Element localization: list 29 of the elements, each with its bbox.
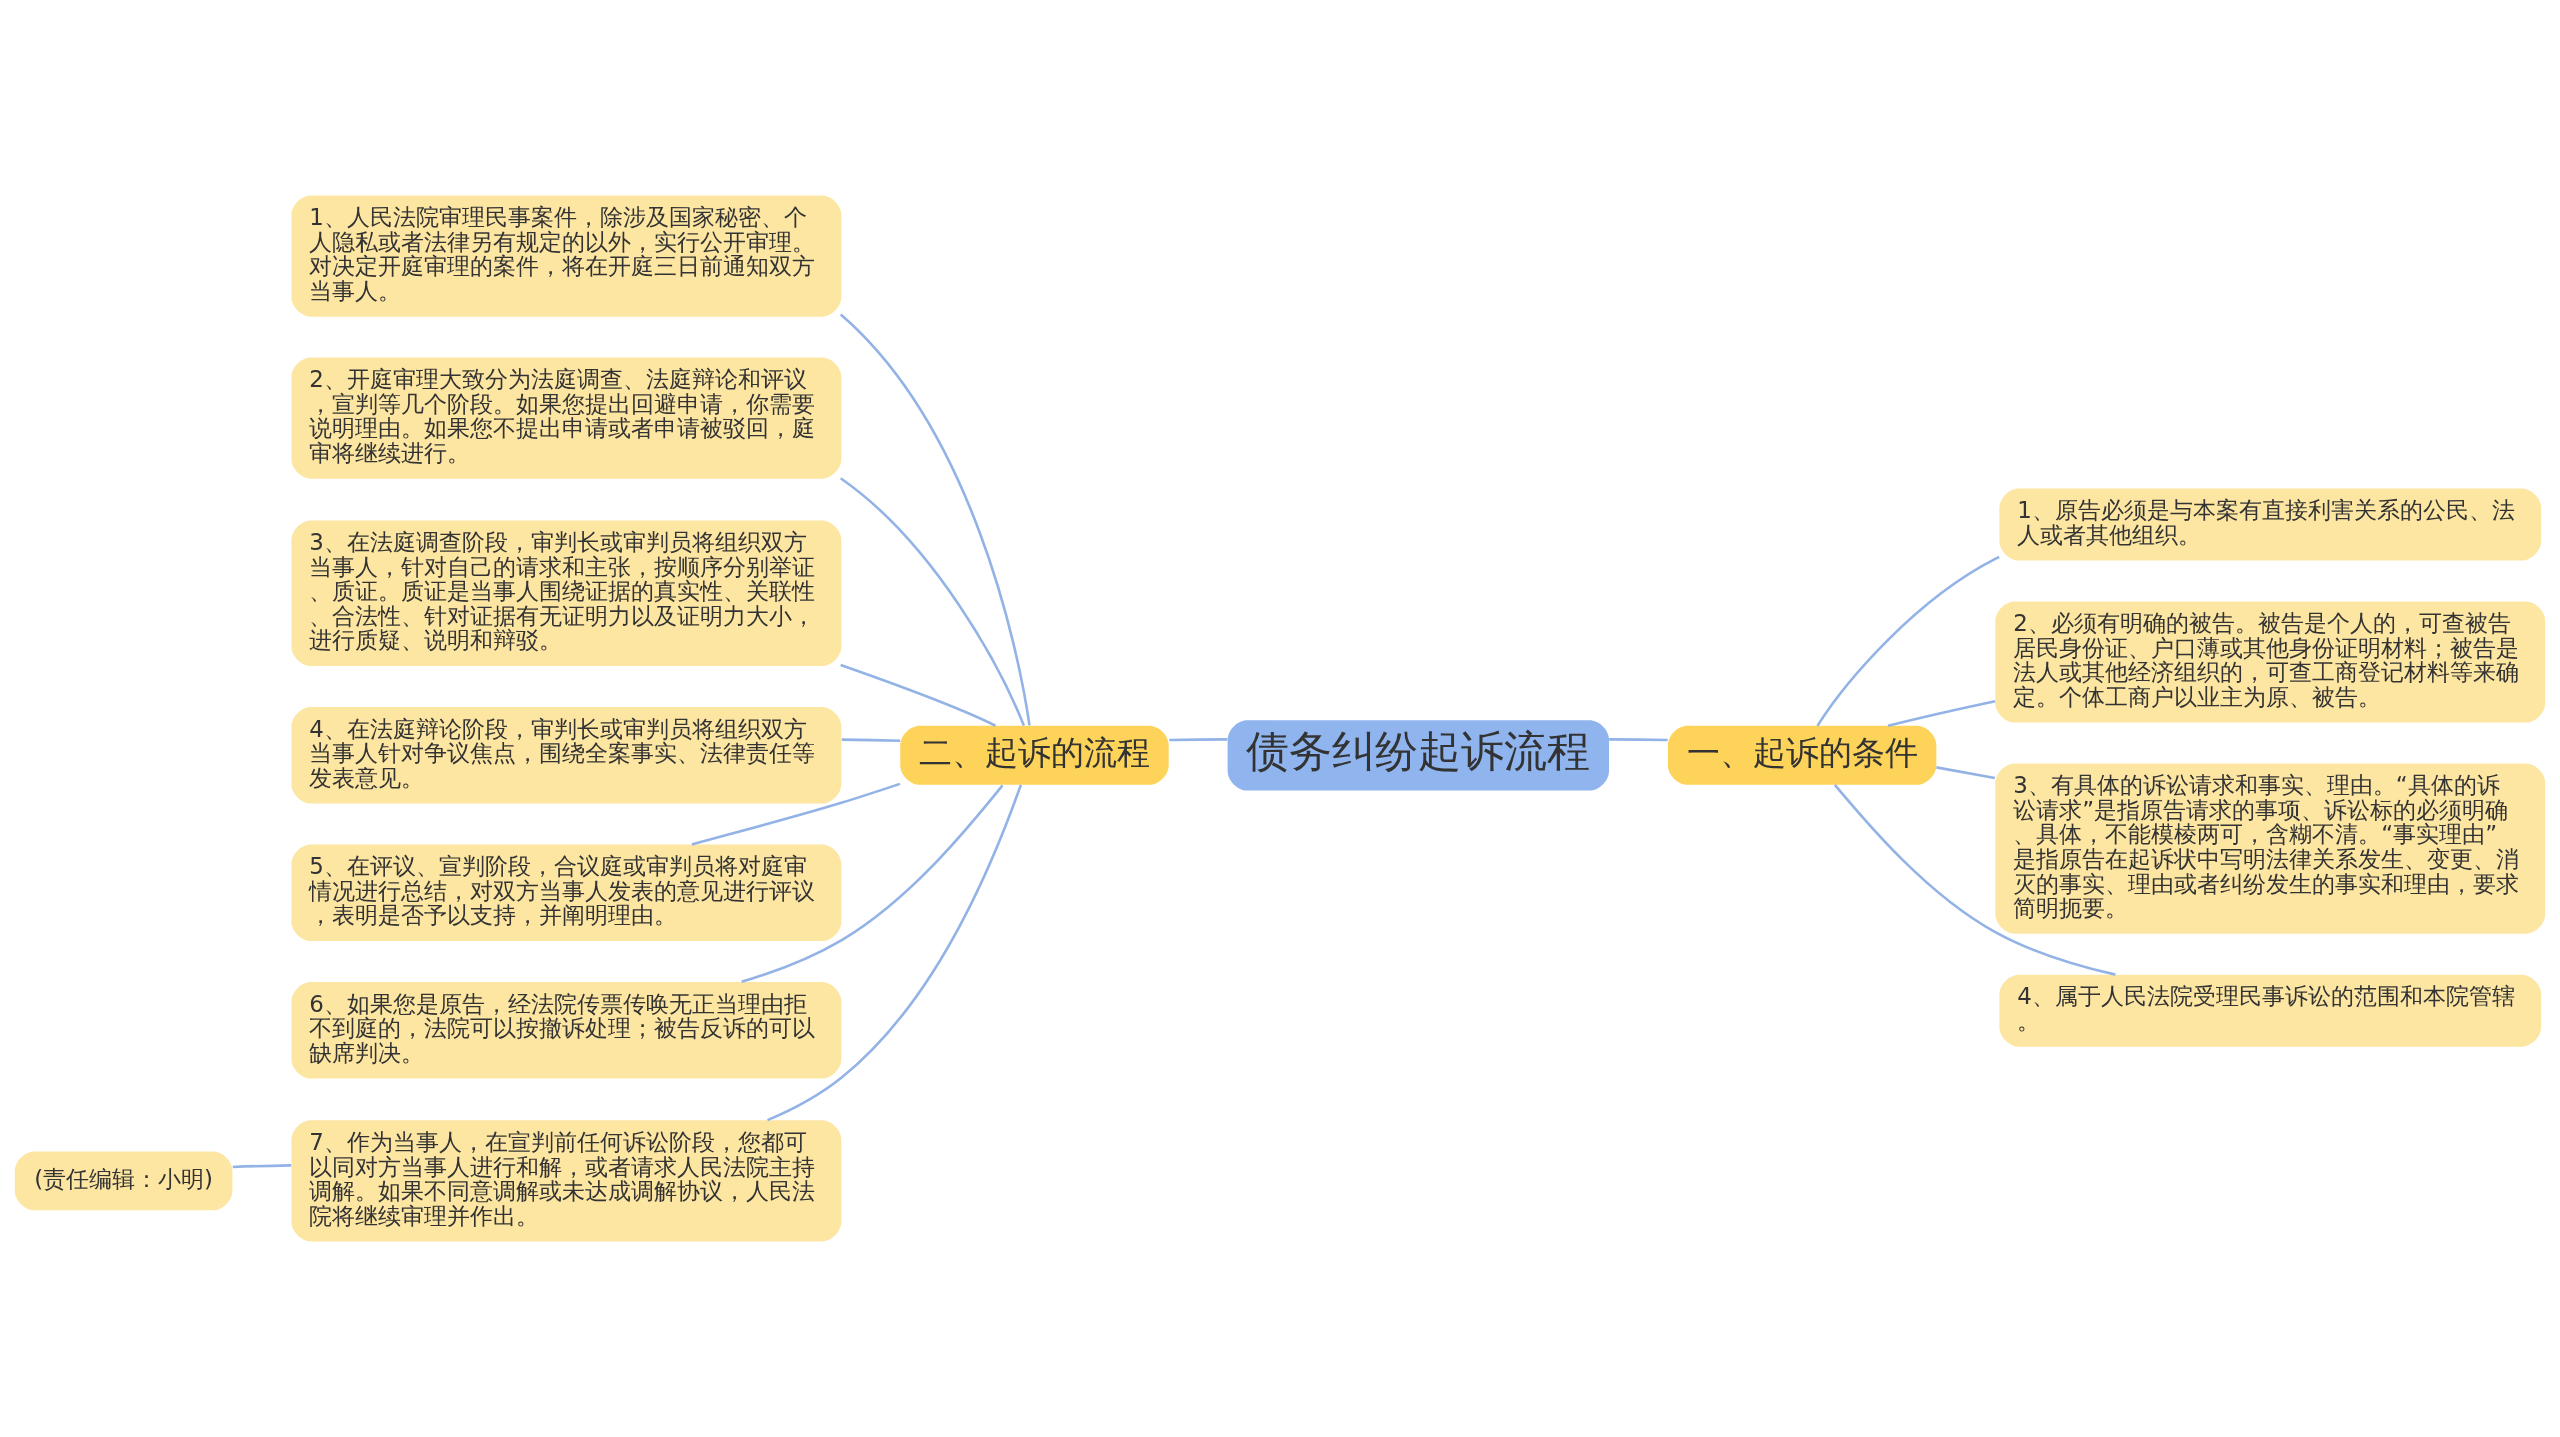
connector <box>767 784 1023 1122</box>
connector <box>1833 783 2116 976</box>
connector <box>1887 699 1996 728</box>
node-box: 二、起诉的流程 <box>900 725 1169 785</box>
connector <box>839 313 1031 726</box>
connector <box>1169 738 1228 742</box>
connector <box>1936 766 1996 780</box>
node-box: 6、如果您是原告，经法院传票传唤无正当理由拒不到庭的，法院可以按撤诉处理；被告反诉的可以缺席判决。 <box>291 982 842 1079</box>
node-box: (责任编辑：小明) <box>14 1151 233 1211</box>
node-box: 2、开庭审理大致分为法庭调查、法庭辩论和评议，宣判等几个阶段。如果您提出回避申请，你需要说明理由。如果您不提出申请或者申请被驳回，庭审将继续进行。 <box>291 357 842 479</box>
connector <box>841 738 901 743</box>
node-box: 7、作为当事人，在宣判前任何诉讼阶段，您都可以同对方当事人进行和解，或者请求人民法院主持调解。如果不同意调解或未达成调解协议，人民法院将继续审理并作出。 <box>291 1120 842 1242</box>
node-box: 5、在评议、宣判阶段，合议庭或审判员将对庭审情况进行总结，对双方当事人发表的意见进行评议，表明是否予以支持，并阐明理由。 <box>291 844 842 942</box>
connector <box>840 663 997 727</box>
node-box: 2、必须有明确的被告。被告是个人的，可查被告居民身份证、户口薄或其他身份证明材料；被告是法人或其他经济组织的，可查工商登记材料等来确定。个体工商户以业主为原、被告。 <box>1995 601 2546 723</box>
connector <box>232 1164 292 1169</box>
connector <box>1609 738 1668 742</box>
node-box: 3、有具体的诉讼请求和事实、理由。“具体的诉讼请求”是指原告请求的事项、诉讼标的必须明确、具体，不能模棱两可，含糊不清。“事实理由”是指原告在起诉状中写明法律关系发生、变更、消灭的事实、理由或者纠纷发生的事实和理由，要求简明扼要。 <box>1995 763 2546 934</box>
connector <box>741 784 1004 984</box>
node-box: 债务纠纷起诉流程 <box>1227 720 1609 791</box>
connector <box>1816 555 2000 727</box>
connector <box>691 782 901 846</box>
node-box: 3、在法庭调查阶段，审判长或审判员将组织双方当事人，针对自己的请求和主张，按顺序分别举证、质证。质证是当事人围绕证据的真实性、关联性、合法性、针对证据有无证明力以及证明力大小，进行质疑、说明和辩驳。 <box>291 520 842 667</box>
node-box: 1、人民法院审理民事案件，除涉及国家秘密、个人隐私或者法律另有规定的以外，实行公开审理。对决定开庭审理的案件，将在开庭三日前通知双方当事人。 <box>291 195 842 317</box>
node-box: 一、起诉的条件 <box>1667 725 1937 785</box>
node-box: 1、原告必须是与本案有直接利害关系的公民、法人或者其他组织。 <box>1999 488 2542 561</box>
node-box: 4、属于人民法院受理民事诉讼的范围和本院管辖。 <box>1999 974 2542 1047</box>
connector <box>839 477 1026 726</box>
node-box: 4、在法庭辩论阶段，审判长或审判员将组织双方当事人针对争议焦点，围绕全案事实、法律责任等发表意见。 <box>291 707 842 804</box>
